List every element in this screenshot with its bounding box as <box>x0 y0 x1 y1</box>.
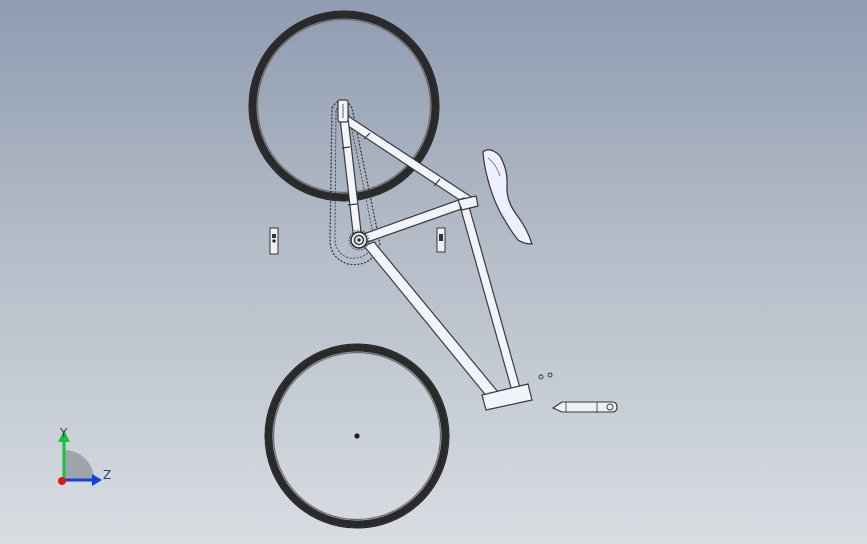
x-axis-icon <box>58 477 66 485</box>
front-wheel-icon[interactable] <box>264 343 450 529</box>
y-axis-label: Y <box>59 426 68 440</box>
headset-icon[interactable] <box>538 372 553 380</box>
axis-triad: Y Z <box>58 426 111 486</box>
crankset-icon[interactable] <box>348 229 370 251</box>
triad-plane <box>64 450 94 480</box>
seatpost-icon[interactable] <box>551 401 618 413</box>
frame-icon[interactable] <box>337 99 533 411</box>
z-axis-label: Z <box>103 468 111 482</box>
rear-wheel-icon[interactable] <box>248 10 440 202</box>
saddle-icon[interactable] <box>482 149 533 245</box>
pedal-icon[interactable] <box>269 227 446 255</box>
